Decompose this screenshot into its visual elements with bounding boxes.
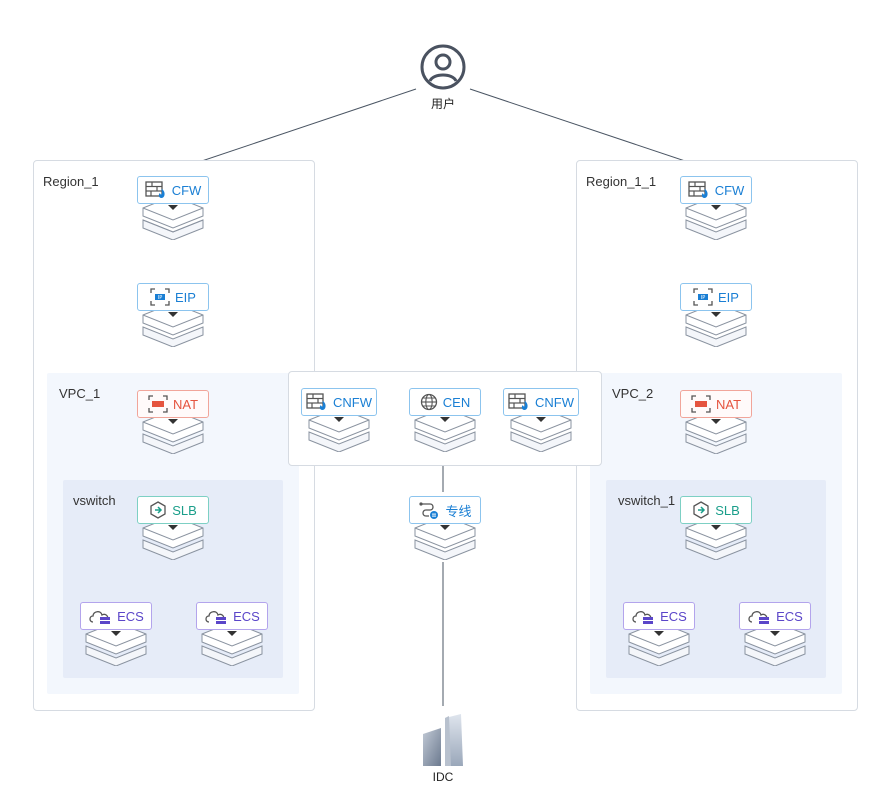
cnfw-1-chip[interactable]: CNFW [301, 388, 377, 416]
left-ecs-2-chip[interactable]: ECS [196, 602, 268, 630]
left-cfw-chip[interactable]: CFW [137, 176, 209, 204]
right-ecs-2-node[interactable]: ECS [739, 602, 811, 666]
user-label: 用户 [430, 97, 455, 111]
building-icon [423, 714, 463, 766]
eip-icon: IP [150, 288, 170, 306]
stack-icon [685, 414, 747, 454]
left-eip-label: EIP [175, 289, 196, 305]
svg-text:IP: IP [158, 295, 163, 301]
left-slb-chip[interactable]: SLB [137, 496, 209, 524]
cnfw-2-label: CNFW [535, 394, 574, 410]
left-nat-node[interactable]: NAT [137, 390, 209, 454]
left-ecs-1-chip[interactable]: ECS [80, 602, 152, 630]
stack-icon [85, 626, 147, 666]
cen-chip[interactable]: CEN [409, 388, 481, 416]
express-connect-chip[interactable]: 专线 [409, 496, 481, 524]
right-cfw-label: CFW [714, 182, 745, 198]
firewall-icon [508, 393, 528, 410]
right-ecs-1-node[interactable]: ECS [623, 602, 695, 666]
cnfw-1-node[interactable]: CNFW [301, 388, 377, 452]
stack-icon [142, 200, 204, 240]
cnfw-2-chip[interactable]: CNFW [503, 388, 579, 416]
nat-icon [148, 395, 168, 413]
user-node[interactable]: 用户 [419, 43, 467, 113]
left-cfw-label: CFW [171, 182, 202, 198]
region-right-label: Region_1_1 [586, 174, 657, 189]
link-user-right-cfw [469, 88, 716, 172]
right-nat-chip[interactable]: NAT [680, 390, 752, 418]
express-connect-node[interactable]: 专线 [409, 496, 481, 560]
stack-icon [685, 307, 747, 347]
left-ecs-1-label: ECS [117, 608, 144, 624]
cnfw-1-label: CNFW [333, 394, 372, 410]
right-ecs-1-label: ECS [660, 608, 687, 624]
user-icon [420, 44, 466, 90]
left-ecs-2-label: ECS [233, 608, 260, 624]
right-cfw-node[interactable]: CFW [680, 176, 752, 240]
stack-icon [201, 626, 263, 666]
right-slb-node[interactable]: SLB [680, 496, 752, 560]
right-eip-node[interactable]: IP EIP [680, 283, 752, 347]
vswitch-right-label: vswitch_1 [618, 493, 676, 508]
idc-node[interactable]: IDC [415, 710, 471, 786]
left-nat-chip[interactable]: NAT [137, 390, 209, 418]
stack-icon [414, 520, 476, 560]
firewall-icon [145, 181, 165, 198]
right-ecs-2-chip[interactable]: ECS [739, 602, 811, 630]
stack-icon [744, 626, 806, 666]
express-connect-label: 专线 [445, 503, 472, 519]
left-cfw-node[interactable]: CFW [137, 176, 209, 240]
idc-label: IDC [432, 770, 454, 784]
express-connect-icon [419, 502, 439, 519]
left-eip-node[interactable]: IP EIP [137, 283, 209, 347]
right-cfw-chip[interactable]: CFW [680, 176, 752, 204]
left-ecs-2-node[interactable]: ECS [196, 602, 268, 666]
slb-icon [693, 501, 709, 519]
ecs-icon [748, 611, 770, 624]
region-left-label: Region_1 [43, 174, 99, 189]
left-slb-node[interactable]: SLB [137, 496, 209, 560]
left-slb-label: SLB [172, 502, 197, 518]
stack-icon [142, 307, 204, 347]
right-nat-label: NAT [715, 396, 742, 412]
ecs-icon [632, 611, 654, 624]
stack-icon [142, 414, 204, 454]
right-slb-label: SLB [715, 502, 740, 518]
vpc-left-label: VPC_1 [59, 386, 101, 401]
stack-icon [414, 412, 476, 452]
globe-icon [420, 393, 437, 411]
firewall-icon [306, 393, 326, 410]
stack-icon [628, 626, 690, 666]
left-nat-label: NAT [172, 396, 199, 412]
right-ecs-1-chip[interactable]: ECS [623, 602, 695, 630]
eip-icon: IP [693, 288, 713, 306]
ecs-icon [205, 611, 227, 624]
slb-icon [150, 501, 166, 519]
svg-text:IP: IP [701, 295, 706, 301]
stack-icon [510, 412, 572, 452]
link-user-left-cfw [171, 88, 417, 172]
right-ecs-2-label: ECS [776, 608, 803, 624]
vpc-right-label: VPC_2 [612, 386, 654, 401]
stack-icon [308, 412, 370, 452]
right-eip-chip[interactable]: IP EIP [680, 283, 752, 311]
right-slb-chip[interactable]: SLB [680, 496, 752, 524]
stack-icon [685, 200, 747, 240]
right-eip-label: EIP [718, 289, 739, 305]
cen-node[interactable]: CEN [409, 388, 481, 452]
ecs-icon [89, 611, 111, 624]
left-ecs-1-node[interactable]: ECS [80, 602, 152, 666]
nat-icon [691, 395, 711, 413]
cen-label: CEN [442, 394, 471, 410]
cnfw-2-node[interactable]: CNFW [503, 388, 579, 452]
stack-icon [685, 520, 747, 560]
left-eip-chip[interactable]: IP EIP [137, 283, 209, 311]
stack-icon [142, 520, 204, 560]
firewall-icon [688, 181, 708, 198]
vswitch-left-label: vswitch [73, 493, 116, 508]
right-nat-node[interactable]: NAT [680, 390, 752, 454]
